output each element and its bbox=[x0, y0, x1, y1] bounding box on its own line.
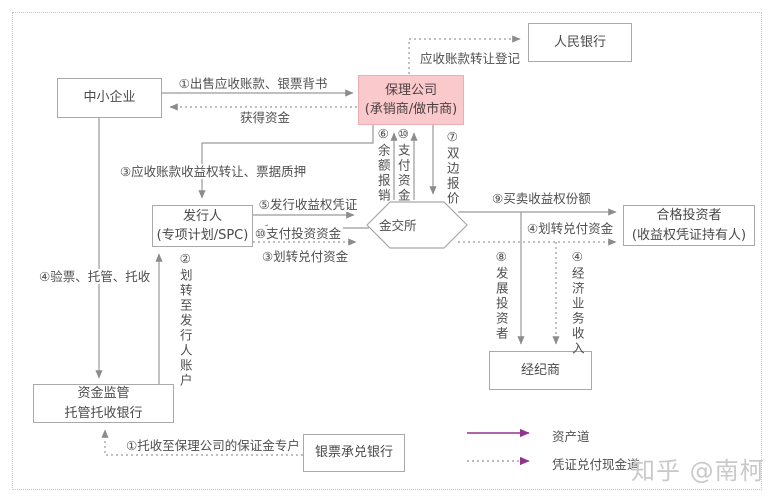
node-peoples-bank: 人民银行 bbox=[528, 23, 632, 62]
edge-label-income-right-transfer: ③应收账款收益权转让、票据质押 bbox=[113, 164, 313, 179]
legend-dotted-label: 凭证兑付现金道 bbox=[552, 457, 640, 472]
node-factoring-line1: 保理公司 bbox=[384, 82, 437, 98]
edge-label-trade-shares: ⑨买卖收益权份额 bbox=[492, 191, 591, 206]
node-issuer-line2: (专项计划/SPC) bbox=[156, 228, 249, 243]
edge-label-obtain-funds: 获得资金 bbox=[225, 110, 305, 125]
legend-solid-label: 资产道 bbox=[552, 429, 590, 444]
edge-label-transfer-registration: 应收账款转让登记 bbox=[420, 51, 521, 66]
diagram-dotted-border bbox=[12, 12, 762, 490]
node-sme-label: 中小企业 bbox=[83, 90, 136, 106]
node-issuer-spc: 发行人 (专项计划/SPC) bbox=[152, 205, 253, 247]
node-custodian-bank: 资金监管 托管托收银行 bbox=[33, 384, 174, 423]
edge-label-pay-funds: ⑩支付资金 bbox=[395, 126, 411, 204]
node-custodian-line1: 资金监管 bbox=[77, 386, 130, 401]
node-issuer-line1: 发行人 bbox=[182, 208, 222, 224]
edge-label-transfer-to-issuer-account: ②划转至发行人账户 bbox=[177, 251, 193, 389]
node-broker: 经纪商 bbox=[489, 351, 592, 390]
exchange-hexagon bbox=[366, 201, 468, 249]
edge-label-collect-to-margin-account: ①托收至保理公司的保证金专户 bbox=[126, 438, 300, 453]
node-acceptance-bank-label: 银票承兑银行 bbox=[314, 445, 393, 461]
edge-label-brokerage-income: ④经济业务收入 bbox=[569, 249, 585, 357]
edge-label-bilateral-quote: ⑦双边报价 bbox=[444, 129, 460, 207]
edge-label-develop-investors: ⑧发展投资者 bbox=[493, 249, 509, 342]
arrow-income-right-transfer bbox=[198, 125, 374, 199]
edge-label-balance-report: ⑥余额报销 bbox=[375, 126, 391, 204]
node-qualified-investors: 合格投资者 (收益权凭证持有人) bbox=[623, 205, 755, 246]
node-broker-label: 经纪商 bbox=[520, 362, 560, 378]
node-acceptance-bank: 银票承兑银行 bbox=[303, 434, 405, 472]
arrow-collect-to-margin-account bbox=[101, 429, 303, 456]
node-investors-line2: (收益权凭证持有人) bbox=[631, 227, 747, 243]
node-custodian-line2: 托管托收银行 bbox=[64, 405, 143, 421]
edge-label-pay-investment: ⑩支付投资资金 bbox=[253, 226, 343, 241]
edge-label-transfer-redemption-exchange: ③划转兑付资金 bbox=[260, 249, 350, 264]
edge-label-verify-custody-collect: ④验票、托管、托收 bbox=[39, 269, 151, 284]
node-factoring-company: 保理公司 (承销商/做市商) bbox=[358, 75, 464, 125]
node-peoples-bank-label: 人民银行 bbox=[553, 34, 606, 50]
edge-label-transfer-redemption-investors: ④划转兑付资金 bbox=[522, 221, 618, 236]
arrow-transfer-registration bbox=[408, 35, 521, 74]
node-exchange-label: 金交所 bbox=[379, 218, 417, 233]
edge-label-sell-receivables: ①出售应收账款、银票背书 bbox=[178, 76, 328, 91]
node-factoring-line2: (承销商/做市商) bbox=[364, 102, 458, 117]
edge-label-issue-certificates: ⑤发行收益权凭证 bbox=[258, 197, 358, 212]
watermark: 知乎 @南柯 bbox=[631, 457, 765, 485]
node-investors-line1: 合格投资者 bbox=[656, 208, 722, 223]
node-sme: 中小企业 bbox=[57, 78, 162, 118]
